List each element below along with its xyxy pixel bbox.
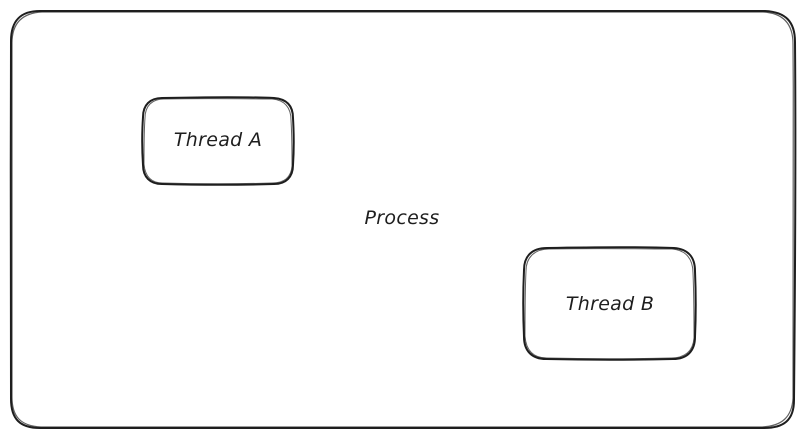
- thread-a-label: Thread A: [173, 129, 263, 151]
- process-box: [9, 8, 797, 431]
- thread-a-box: [141, 96, 295, 186]
- process-label: Process: [364, 207, 440, 229]
- thread-b-label: Thread B: [565, 293, 655, 315]
- thread-b-box: [522, 246, 697, 361]
